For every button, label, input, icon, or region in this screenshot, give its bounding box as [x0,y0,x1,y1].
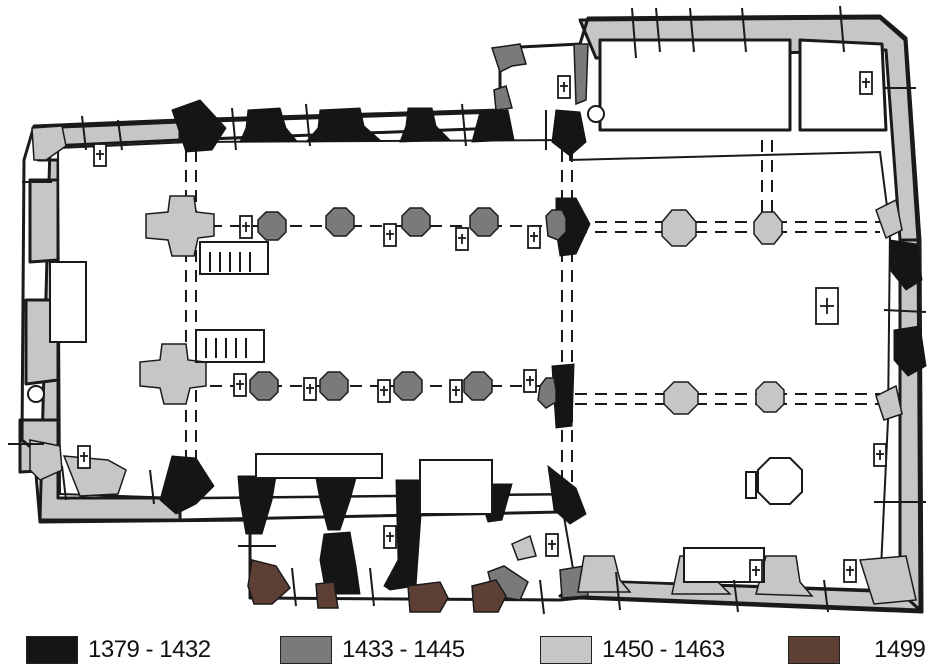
legend-label-1433: 1433 - 1445 [342,636,465,663]
tomb-marker-8 [815,287,839,325]
legend-item-1433: 1433 - 1445 [280,636,480,664]
tomb-marker-5 [527,225,541,249]
tomb-markers [77,71,887,583]
tomb-marker-9 [233,373,247,397]
tomb-marker-16 [383,525,397,549]
legend-label-1379: 1379 - 1432 [88,636,211,663]
phase-1499-elements [247,559,507,613]
legend-swatch-1379 [26,636,78,664]
legend-swatch-1450 [540,636,592,664]
tomb-marker-3 [383,223,397,247]
wall-ticks [8,5,927,615]
tomb-marker-14 [873,443,887,467]
south-porch-right [419,459,493,515]
phase-1379-elements [159,99,927,595]
tomb-marker-10 [303,377,317,401]
tomb-marker-11 [377,379,391,403]
legend-swatch-1433 [280,636,332,664]
tomb-marker-6 [557,75,571,99]
tomb-marker-17 [545,533,559,557]
legend-swatch-1499 [788,636,840,664]
stairs [195,241,269,363]
legend-label-1499: 1499 [874,636,926,663]
phase-legend: 1379 - 1432 1433 - 1445 1450 - 1463 1499 [0,630,928,665]
tomb-marker-15 [77,445,91,469]
tomb-marker-19 [843,559,857,583]
tomb-marker-7 [859,71,873,95]
tomb-marker-4 [455,227,469,251]
legend-item-1450: 1450 - 1463 [540,636,740,664]
tomb-marker-1 [93,143,107,167]
tomb-marker-18 [749,559,763,583]
legend-label-1450: 1450 - 1463 [602,636,725,663]
south-porch-left [255,453,383,479]
tomb-marker-12 [449,379,463,403]
church-floor-plan [8,5,927,615]
legend-item-1499: 1499 [788,636,928,664]
legend-item-1379: 1379 - 1432 [26,636,226,664]
west-niche [27,385,45,403]
phase-1450-elements [29,125,917,605]
baptismal-font [745,457,803,505]
tomb-marker-13 [523,369,537,393]
west-side-room [49,261,87,343]
tomb-marker-2 [239,215,253,239]
chancel-niche [587,105,605,123]
